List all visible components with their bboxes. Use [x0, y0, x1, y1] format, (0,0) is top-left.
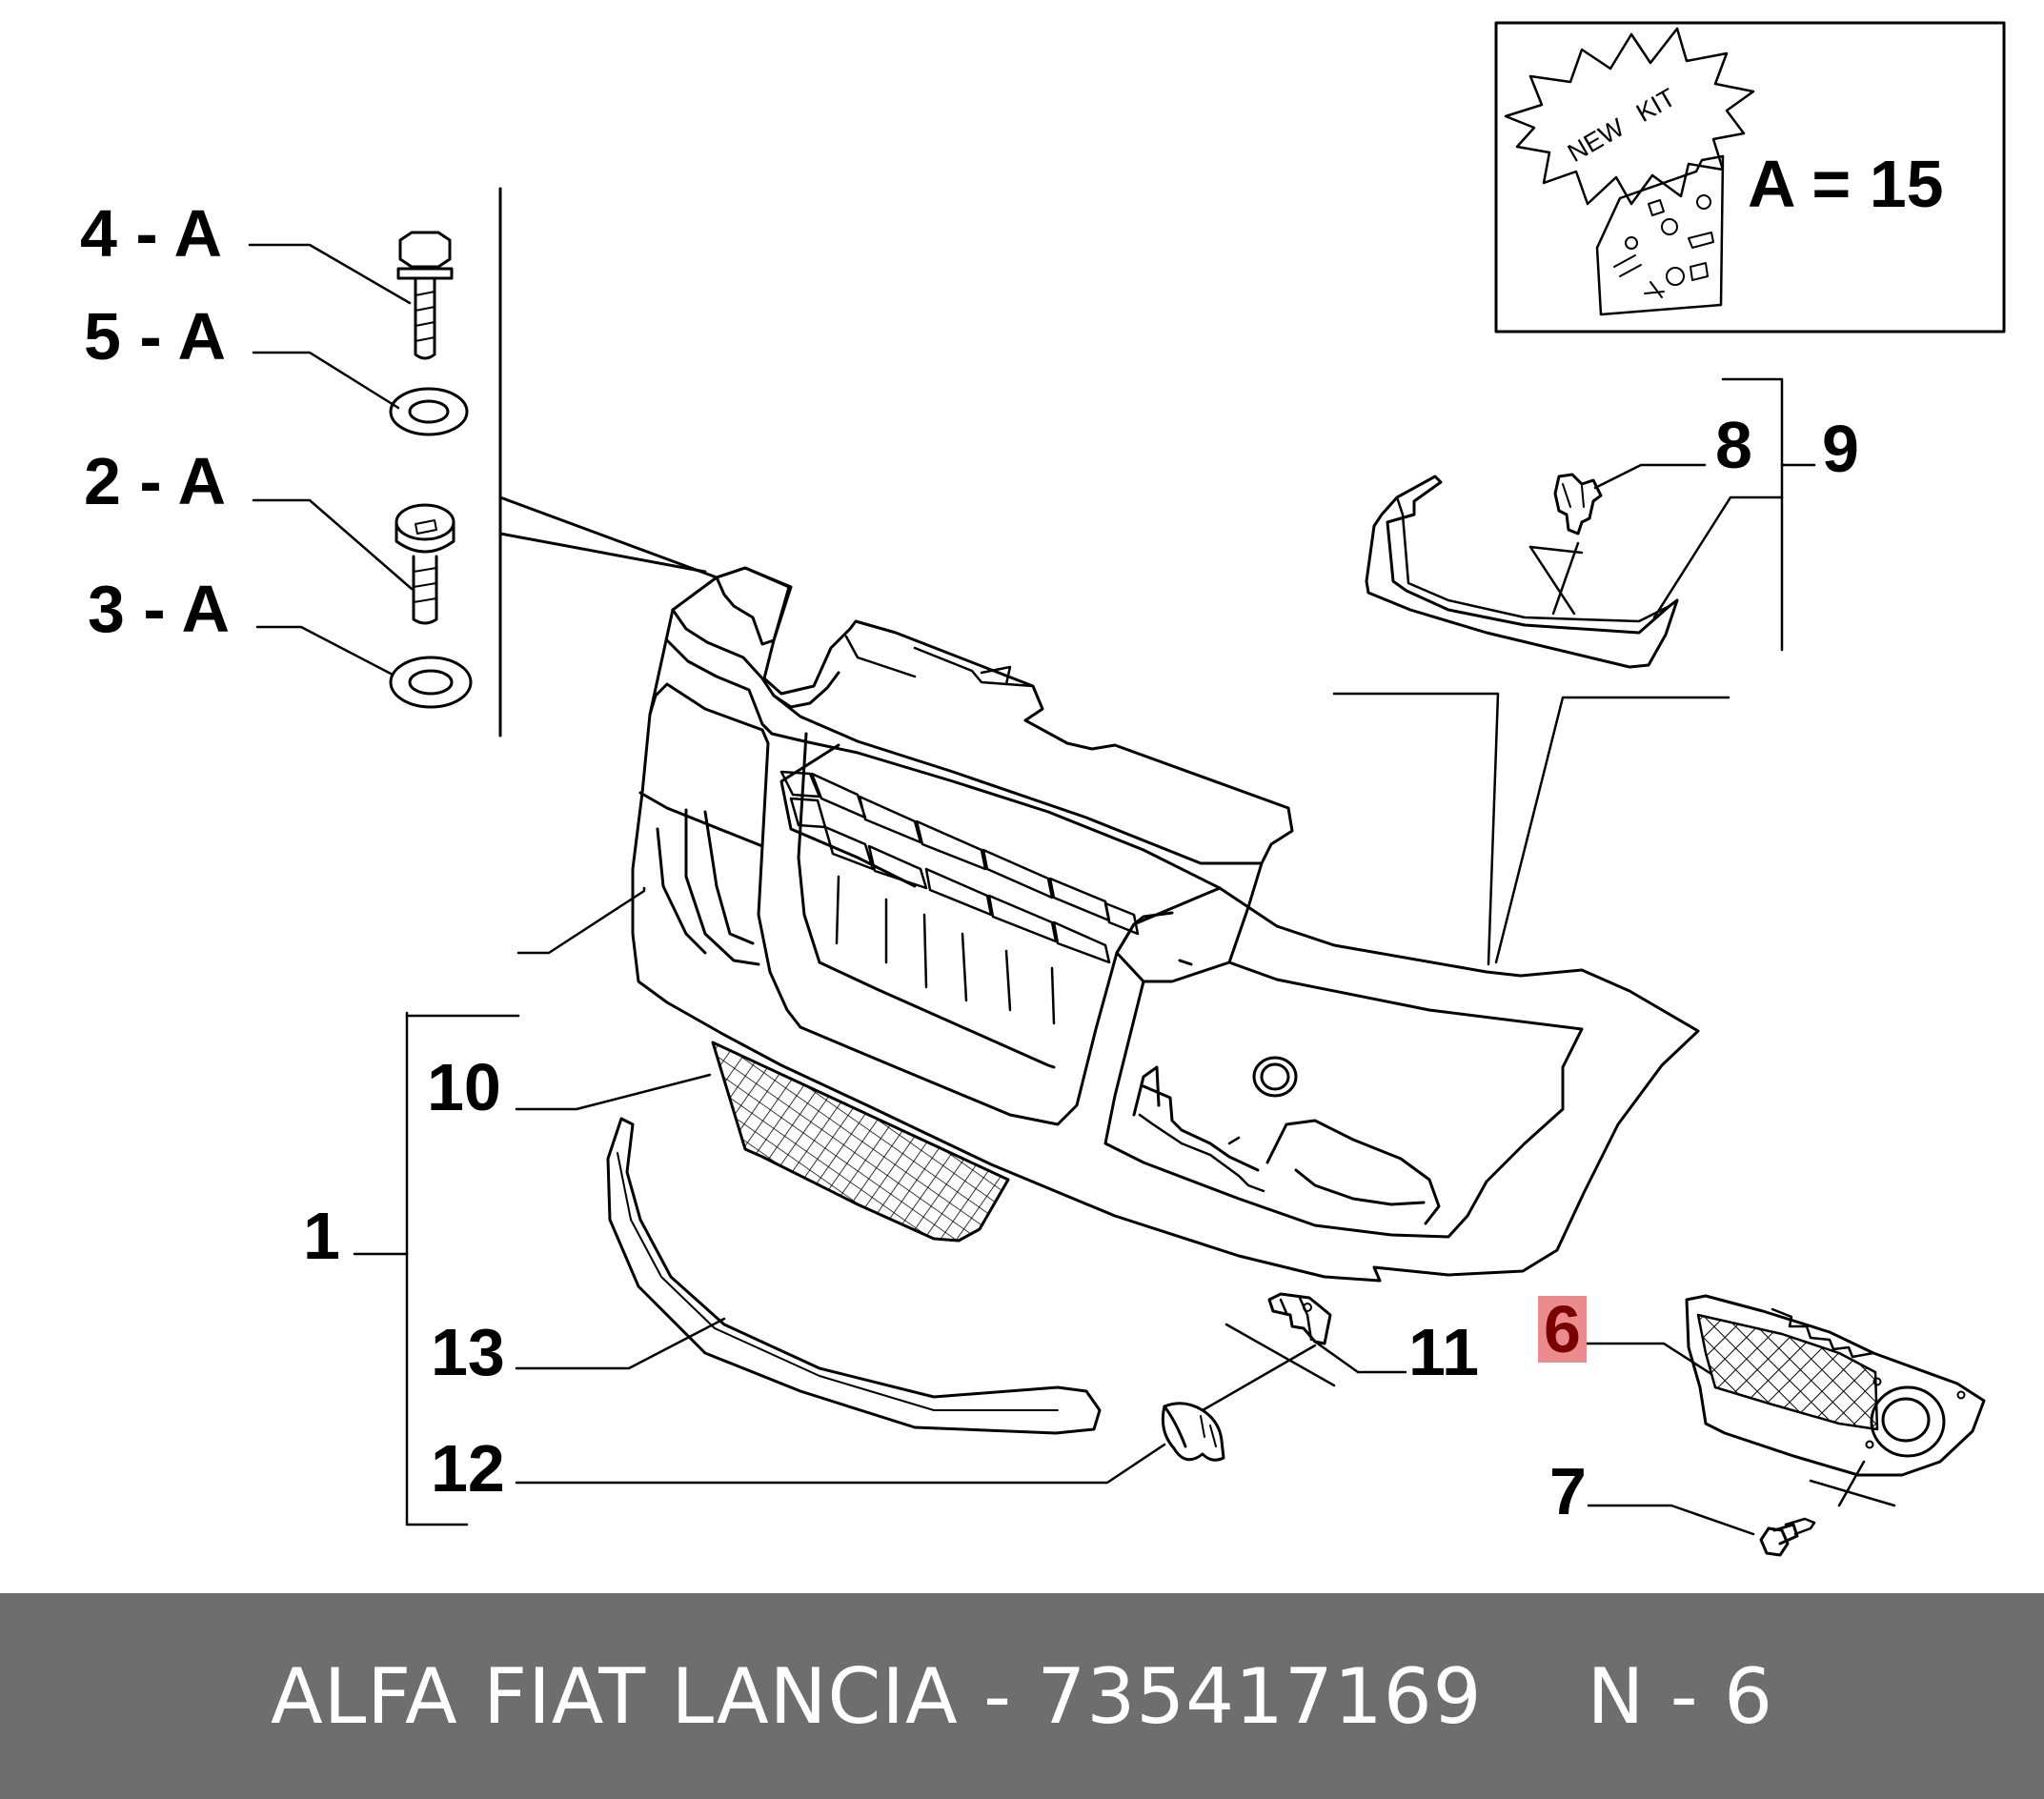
callout-13: 13: [431, 1315, 505, 1389]
fog-lamp-grille: [1685, 1294, 1986, 1477]
callout-10: 10: [427, 1050, 501, 1124]
callout-4-a: 4 - A: [80, 196, 223, 271]
top-bracket: [715, 566, 791, 646]
callout-11: 11: [1408, 1315, 1479, 1389]
lower-trim-strip: [606, 1117, 1102, 1435]
clip-8: [1553, 473, 1603, 536]
callout-5-a: 5 - A: [84, 299, 227, 374]
bracket-11: [1267, 1292, 1332, 1345]
kit-equation: A = 15: [1748, 147, 1944, 221]
lower-grille-mesh: [711, 1041, 1010, 1243]
bumper-outline: [631, 566, 1700, 1283]
bumper-assembly: [631, 566, 1700, 1283]
parts-diagram: 4 - A 5 - A 2 - A 3 - A 1 10 13 12 11 6 …: [80, 21, 2006, 1557]
upper-trim-9: [1365, 475, 1679, 669]
footer-bar: ALFA FIAT LANCIA - 735417169 N - 6: [0, 1593, 2044, 1799]
callout-12: 12: [431, 1431, 505, 1506]
diagram-drawing: [248, 21, 2006, 1557]
footer-text: ALFA FIAT LANCIA - 735417169 N - 6: [0, 1593, 2044, 1799]
footer-part-label: ALFA FIAT LANCIA - 735417169: [271, 1651, 1483, 1741]
callout-8: 8: [1715, 408, 1752, 482]
footer-position-label: N - 6: [1587, 1651, 1773, 1741]
new-kit-burst: [1504, 27, 1755, 206]
fasteners: [389, 187, 718, 738]
leader-lines: [248, 243, 1896, 1536]
callout-6-highlighted: 6: [1538, 1296, 1587, 1363]
tow-hook-cover: [1161, 1402, 1225, 1462]
callout-7: 7: [1549, 1454, 1587, 1528]
callout-9: 9: [1822, 412, 1859, 486]
callout-2-a: 2 - A: [84, 444, 227, 518]
callout-1: 1: [303, 1199, 340, 1273]
screw-7: [1759, 1517, 1816, 1557]
kit-bag: [1595, 154, 1725, 316]
callout-3-a: 3 - A: [88, 572, 231, 646]
new-kit-box: [1494, 21, 2006, 334]
